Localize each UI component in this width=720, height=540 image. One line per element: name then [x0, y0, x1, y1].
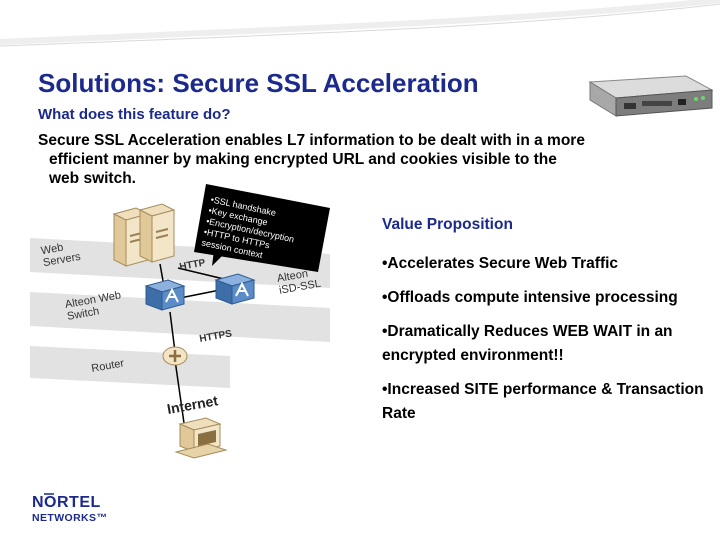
value-item-3: •Dramatically Reduces WEB WAIT in an enc…: [382, 323, 673, 364]
label-alteon-switch-2: Switch: [66, 305, 100, 322]
link-switch-ssl: [179, 289, 221, 299]
logo-line-2: NETWORKS™: [32, 512, 107, 524]
value-item-2: •Offloads compute intensive processing: [382, 289, 678, 306]
alteon-ssl-icon: [214, 273, 256, 305]
feature-description: Secure SSL Acceleration enables L7 infor…: [38, 131, 698, 188]
description-line-2: efficient manner by making encrypted URL…: [49, 151, 557, 168]
value-item-1: •Accelerates Secure Web Traffic: [382, 255, 619, 272]
nortel-networks-logo: NORTEL NETWORKS™: [32, 493, 107, 524]
link-switch-router: [169, 311, 176, 353]
label-http: HTTP: [179, 258, 207, 273]
alteon-switch-icon: [144, 279, 186, 311]
internet-computer-icon: [174, 417, 228, 459]
label-alteon-ssl-1: Alteon: [276, 268, 309, 285]
value-item-4: •Increased SITE performance & Transactio…: [382, 381, 704, 422]
link-server-ssl: [177, 267, 229, 281]
description-line-1: Secure SSL Acceleration enables L7 infor…: [38, 132, 585, 149]
web-servers-icon: [112, 203, 176, 267]
label-router: Router: [90, 357, 125, 375]
router-icon: [162, 346, 188, 366]
ssl-callout-box: [194, 184, 330, 272]
value-proposition: Value Proposition •Accelerates Secure We…: [382, 216, 712, 436]
server-appliance-image: [588, 75, 714, 117]
header-decoration: [0, 0, 720, 70]
value-proposition-heading: Value Proposition: [382, 216, 513, 233]
band-switch: [30, 292, 330, 342]
label-internet: Internet: [166, 392, 220, 417]
description-line-3: web switch.: [49, 170, 136, 187]
band-router: [30, 346, 230, 388]
link-router-internet: [174, 359, 186, 431]
feature-question: What does this feature do?: [38, 106, 231, 123]
network-diagram: •SSL handshake •Key exchange •Encryption…: [30, 184, 330, 459]
logo-line-1: NORTEL: [32, 494, 101, 511]
label-web-servers-1: Web: [40, 242, 64, 258]
slide-title: Solutions: Secure SSL Acceleration: [38, 68, 479, 98]
